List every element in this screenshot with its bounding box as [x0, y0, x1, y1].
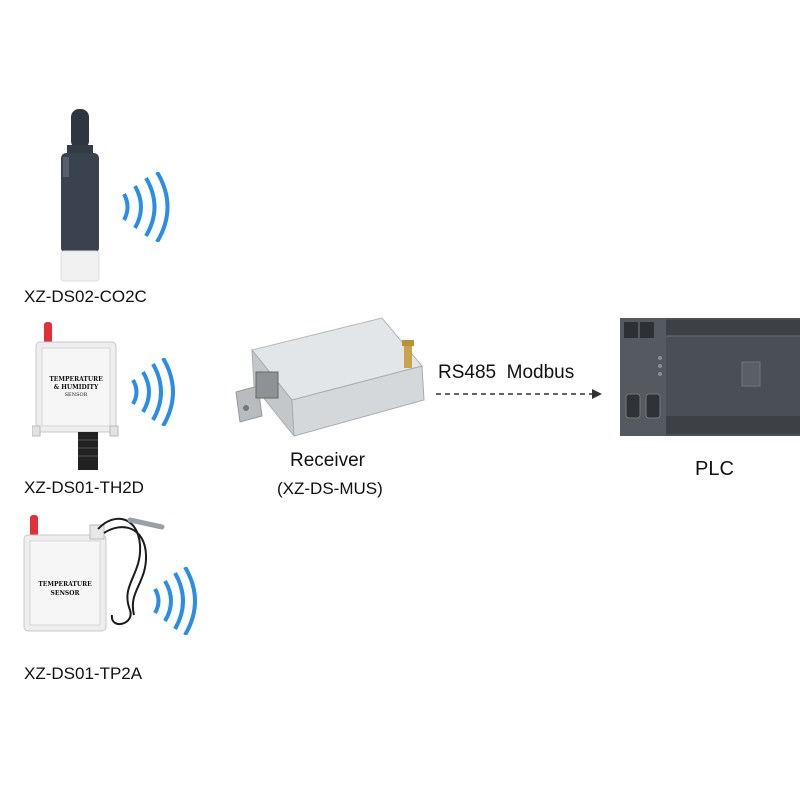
tp-sensor-device: TEMPERATURE SENSOR	[20, 515, 170, 640]
dashed-arrow	[436, 386, 604, 402]
co2-sensor-device	[55, 105, 105, 285]
tp-sensor-label-line2: SENSOR	[30, 590, 100, 597]
wireless-signal-icon	[118, 172, 178, 242]
th-sensor-device: TEMPERATURE & HUMIDITY SENSOR	[32, 322, 122, 472]
sensor-model-co2: XZ-DS02-CO2C	[24, 287, 147, 307]
sensor-model-th: XZ-DS01-TH2D	[24, 478, 144, 498]
plc-title: PLC	[695, 458, 734, 481]
th-sensor-label-line2: & HUMIDITY	[42, 384, 110, 391]
receiver-model: (XZ-DS-MUS)	[277, 479, 383, 499]
tp-sensor-label-line1: TEMPERATURE	[30, 581, 100, 588]
link-protocol-label: RS485 Modbus	[438, 362, 574, 384]
receiver-device	[232, 312, 428, 440]
receiver-title: Receiver	[290, 450, 365, 472]
wireless-signal-icon	[128, 358, 183, 426]
plc-device	[620, 318, 800, 436]
wireless-signal-icon	[150, 567, 205, 635]
sensor-model-tp: XZ-DS01-TP2A	[24, 664, 142, 684]
th-sensor-label-line1: TEMPERATURE	[42, 376, 110, 383]
th-sensor-label-line3: SENSOR	[42, 392, 110, 398]
